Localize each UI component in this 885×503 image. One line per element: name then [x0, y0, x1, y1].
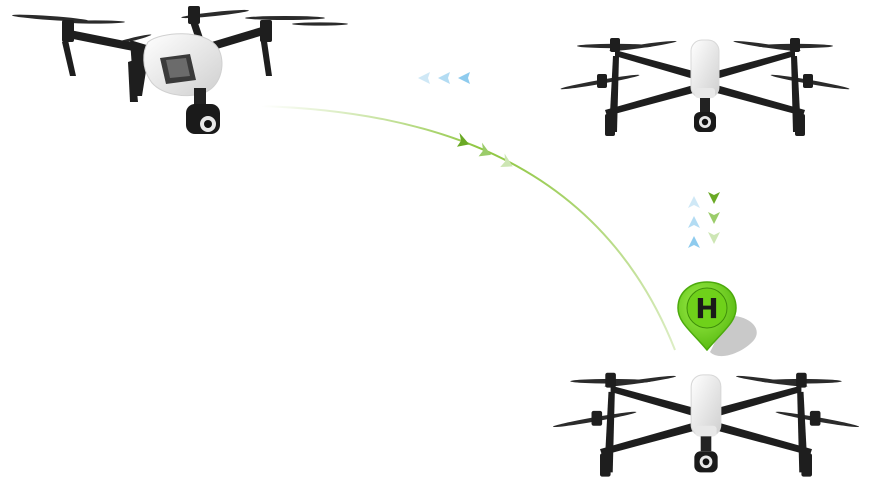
descend-vertical-path — [708, 168, 720, 280]
ascend-vertical-path — [688, 168, 700, 260]
quadcopter-drone-icon — [552, 372, 860, 478]
chevron-arrow-icon — [418, 72, 470, 84]
quadcopter-drone-icon — [12, 6, 348, 134]
home-point-label: H — [695, 292, 718, 325]
quadcopter-drone-icon — [559, 37, 851, 137]
return-arc-path — [261, 105, 676, 351]
chevron-arrow-icon — [708, 192, 720, 244]
ascend-horizontal-path — [322, 72, 560, 84]
home-point-icon: H — [677, 281, 757, 357]
chevron-arrow-icon — [688, 196, 700, 248]
chevron-arrow-icon — [456, 132, 513, 167]
